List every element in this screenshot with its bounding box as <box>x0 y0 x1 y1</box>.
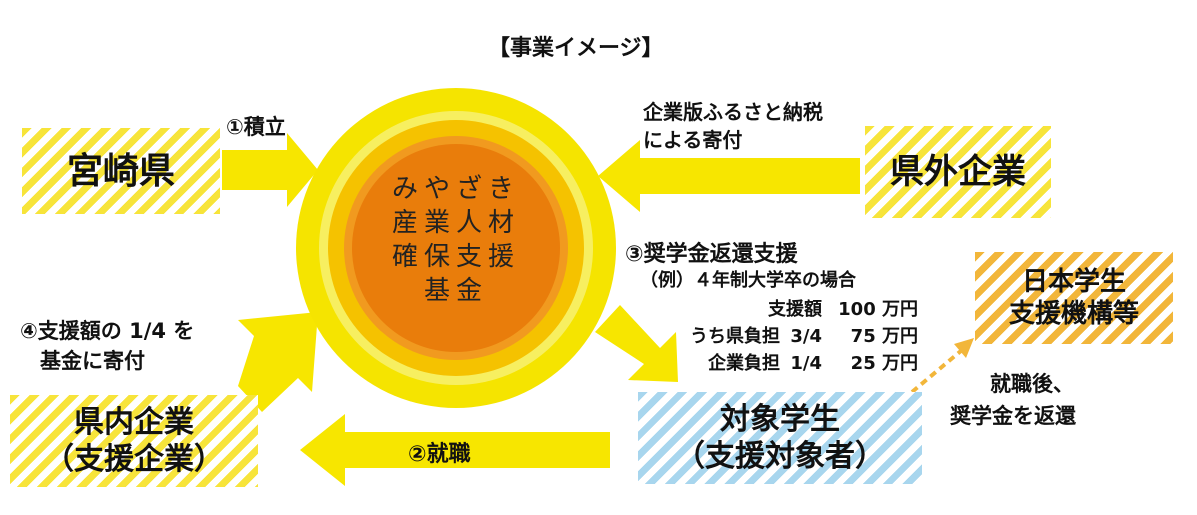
node-miyazaki: 宮崎県 <box>22 128 220 214</box>
node-student: 対象学生 （支援対象者） <box>638 392 922 484</box>
henkan-row-amount: 75 万円 <box>850 326 918 347</box>
arrow-furusato <box>598 140 860 212</box>
label-repay-line2: 奨学金を返還 <box>950 404 1076 428</box>
label-furusato-line2: による寄付 <box>643 128 743 152</box>
diagram-title: 【事業イメージ】 <box>488 36 664 61</box>
node-jasso-line1: 日本学生 <box>1021 266 1126 297</box>
label-repay: 就職後、 奨学金を返還 <box>950 368 1076 432</box>
label-henkan-example: （例）４年制大学卒の場合 <box>640 270 856 291</box>
henkan-row-label: うち県負担 <box>690 326 780 347</box>
label-furusato-line1: 企業版ふるさと納税 <box>643 100 823 124</box>
label-furusato: 企業版ふるさと納税 による寄付 <box>643 98 823 154</box>
henkan-row: 企業負担 1/4 25 万円 <box>640 350 918 377</box>
label-kifu-line1: ④支援額の 1/4 を <box>20 319 195 343</box>
arrow-shushoku <box>300 414 610 486</box>
node-student-line1: 対象学生 <box>720 401 840 437</box>
node-kennai-line2: （支援企業） <box>44 442 224 477</box>
fund-label-line: 基金 <box>423 276 488 306</box>
arrow-repay-head <box>954 338 974 358</box>
henkan-row: うち県負担 3/4 75 万円 <box>640 323 918 350</box>
henkan-row-amount: 25 万円 <box>850 353 918 374</box>
node-miyazaki-label: 宮崎県 <box>66 150 175 192</box>
node-jasso-line2: 支援機構等 <box>1008 299 1139 329</box>
node-student-line2: （支援対象者） <box>675 439 885 474</box>
label-tsumitate: ①積立 <box>226 115 286 139</box>
label-kifu-line2: 基金に寄付 <box>40 349 145 373</box>
arrow-kifu <box>238 312 318 412</box>
henkan-row-label: 支援額 <box>768 299 822 320</box>
fund-circle-core <box>352 144 560 352</box>
arrow-henkan <box>595 305 678 382</box>
arrow-repay <box>910 348 964 394</box>
henkan-row-amount: 100 万円 <box>838 299 918 320</box>
label-shushoku: ②就職 <box>408 442 471 467</box>
fund-label: みやざき 産業人材 確保支援 基金 <box>356 172 556 308</box>
henkan-row-ratio: 3/4 <box>790 326 822 347</box>
node-kengai: 県外企業 <box>865 126 1051 218</box>
henkan-row-ratio: 1/4 <box>790 353 822 374</box>
node-kennai-line1: 県内企業 <box>74 404 194 440</box>
fund-label-line: みやざき <box>391 174 520 204</box>
arrow-tsumitate <box>222 133 318 207</box>
fund-label-line: 確保支援 <box>391 242 520 272</box>
henkan-row-label: 企業負担 <box>708 353 780 374</box>
node-kengai-label: 県外企業 <box>890 151 1026 192</box>
label-kifu: ④支援額の 1/4 を 基金に寄付 <box>20 316 194 376</box>
label-repay-line1: 就職後、 <box>990 372 1074 396</box>
node-jasso: 日本学生 支援機構等 <box>975 252 1173 344</box>
node-kennai: 県内企業 （支援企業） <box>10 395 258 487</box>
label-henkan-title: ③奨学金返還支援 <box>625 242 798 267</box>
henkan-row: 支援額 100 万円 <box>640 296 918 323</box>
henkan-table: 支援額 100 万円 うち県負担 3/4 75 万円 企業負担 1/4 25 万… <box>640 296 918 377</box>
fund-label-line: 産業人材 <box>391 208 520 238</box>
